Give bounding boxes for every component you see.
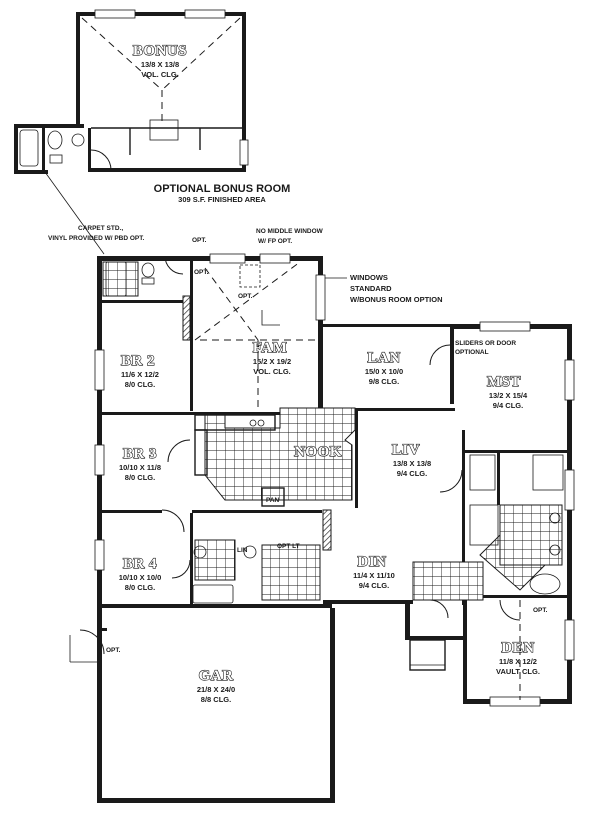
room-labels: BR 2 11/6 X 12/2 8/0 CLG. FAM 15/2 X 19/… xyxy=(119,339,540,704)
room-ceiling-din: 9/4 CLG. xyxy=(359,581,389,590)
opt-note-den: OPT. xyxy=(533,607,548,614)
room-ceiling-lan: 9/8 CLG. xyxy=(369,377,399,386)
bonus-room-label: BONUS xyxy=(133,43,187,59)
carpet-note-line1: CARPET STD., xyxy=(78,225,123,232)
room-dims-din: 11/4 X 11/10 xyxy=(353,571,395,580)
opt-note-top: OPT. xyxy=(192,237,207,244)
pantry-label: PAN xyxy=(266,497,280,504)
room-ceiling-den: VAULT CLG. xyxy=(496,667,540,676)
sliders-note-line1: SLIDERS OR DOOR xyxy=(455,340,516,347)
room-label-lan: LAN xyxy=(367,350,400,366)
bonus-room-dims: 13/8 X 13/8 xyxy=(141,60,179,69)
room-dims-br2: 11/6 X 12/2 xyxy=(121,370,159,379)
room-dims-mst: 13/2 X 15/4 xyxy=(489,391,528,400)
windows-note-line1: WINDOWS xyxy=(350,273,388,282)
windows xyxy=(94,253,575,707)
room-label-den: DEN xyxy=(501,640,534,656)
room-label-fam: FAM xyxy=(253,340,288,356)
linen-label: LIN xyxy=(237,547,248,554)
windows-note-line3: W/BONUS ROOM OPTION xyxy=(350,295,443,304)
room-dims-br3: 10/10 X 11/8 xyxy=(119,463,161,472)
bonus-room-ceiling: VOL. CLG. xyxy=(141,70,179,79)
room-ceiling-gar: 8/8 CLG. xyxy=(201,695,231,704)
room-label-br4: BR 4 xyxy=(123,556,157,572)
room-dims-br4: 10/10 X 10/0 xyxy=(119,573,162,582)
opt-lt-label: OPT LT xyxy=(277,543,300,550)
room-ceiling-fam: VOL. CLG. xyxy=(253,367,291,376)
bonus-room-title: OPTIONAL BONUS ROOM xyxy=(154,183,291,195)
room-ceiling-liv: 9/4 CLG. xyxy=(397,469,427,478)
opt-note-fam: OPT. xyxy=(194,269,209,276)
room-ceiling-mst: 9/4 CLG. xyxy=(493,401,523,410)
room-dims-den: 11/8 X 12/2 xyxy=(499,657,537,666)
no-middle-window-line2: W/ FP OPT. xyxy=(258,238,292,245)
room-ceiling-br3: 8/0 CLG. xyxy=(125,473,155,482)
room-dims-liv: 13/8 X 13/8 xyxy=(393,459,431,468)
room-dims-fam: 15/2 X 19/2 xyxy=(253,357,291,366)
carpet-note-line2: VINYL PROVIDED W/ PBD OPT. xyxy=(48,235,145,242)
kitchen-counters xyxy=(194,414,285,507)
room-label-nook: NOOK xyxy=(294,444,342,460)
room-label-br2: BR 2 xyxy=(121,353,155,369)
sliders-note-line2: OPTIONAL xyxy=(455,349,489,356)
room-ceiling-br2: 8/0 CLG. xyxy=(125,380,155,389)
bonus-room-plan xyxy=(14,9,249,255)
opt-note-garage: OPT. xyxy=(106,647,121,654)
room-dims-lan: 15/0 X 10/0 xyxy=(365,367,403,376)
door-swings xyxy=(69,255,521,663)
room-label-din: DIN xyxy=(357,554,386,570)
room-label-mst: MST xyxy=(487,374,521,390)
room-label-gar: GAR xyxy=(199,668,234,684)
tile-floors xyxy=(102,261,563,601)
windows-note-line2: STANDARD xyxy=(350,284,392,293)
room-ceiling-br4: 8/0 CLG. xyxy=(125,583,155,592)
room-dims-gar: 21/8 X 24/0 xyxy=(197,685,235,694)
room-label-liv: LIV xyxy=(392,442,420,458)
bath-fixtures xyxy=(105,261,564,604)
opt-note-fp: OPT. xyxy=(238,293,253,300)
no-middle-window-line1: NO MIDDLE WINDOW xyxy=(256,228,324,235)
room-label-br3: BR 3 xyxy=(123,446,157,462)
bonus-room-subtitle: 309 S.F. FINISHED AREA xyxy=(178,195,266,204)
